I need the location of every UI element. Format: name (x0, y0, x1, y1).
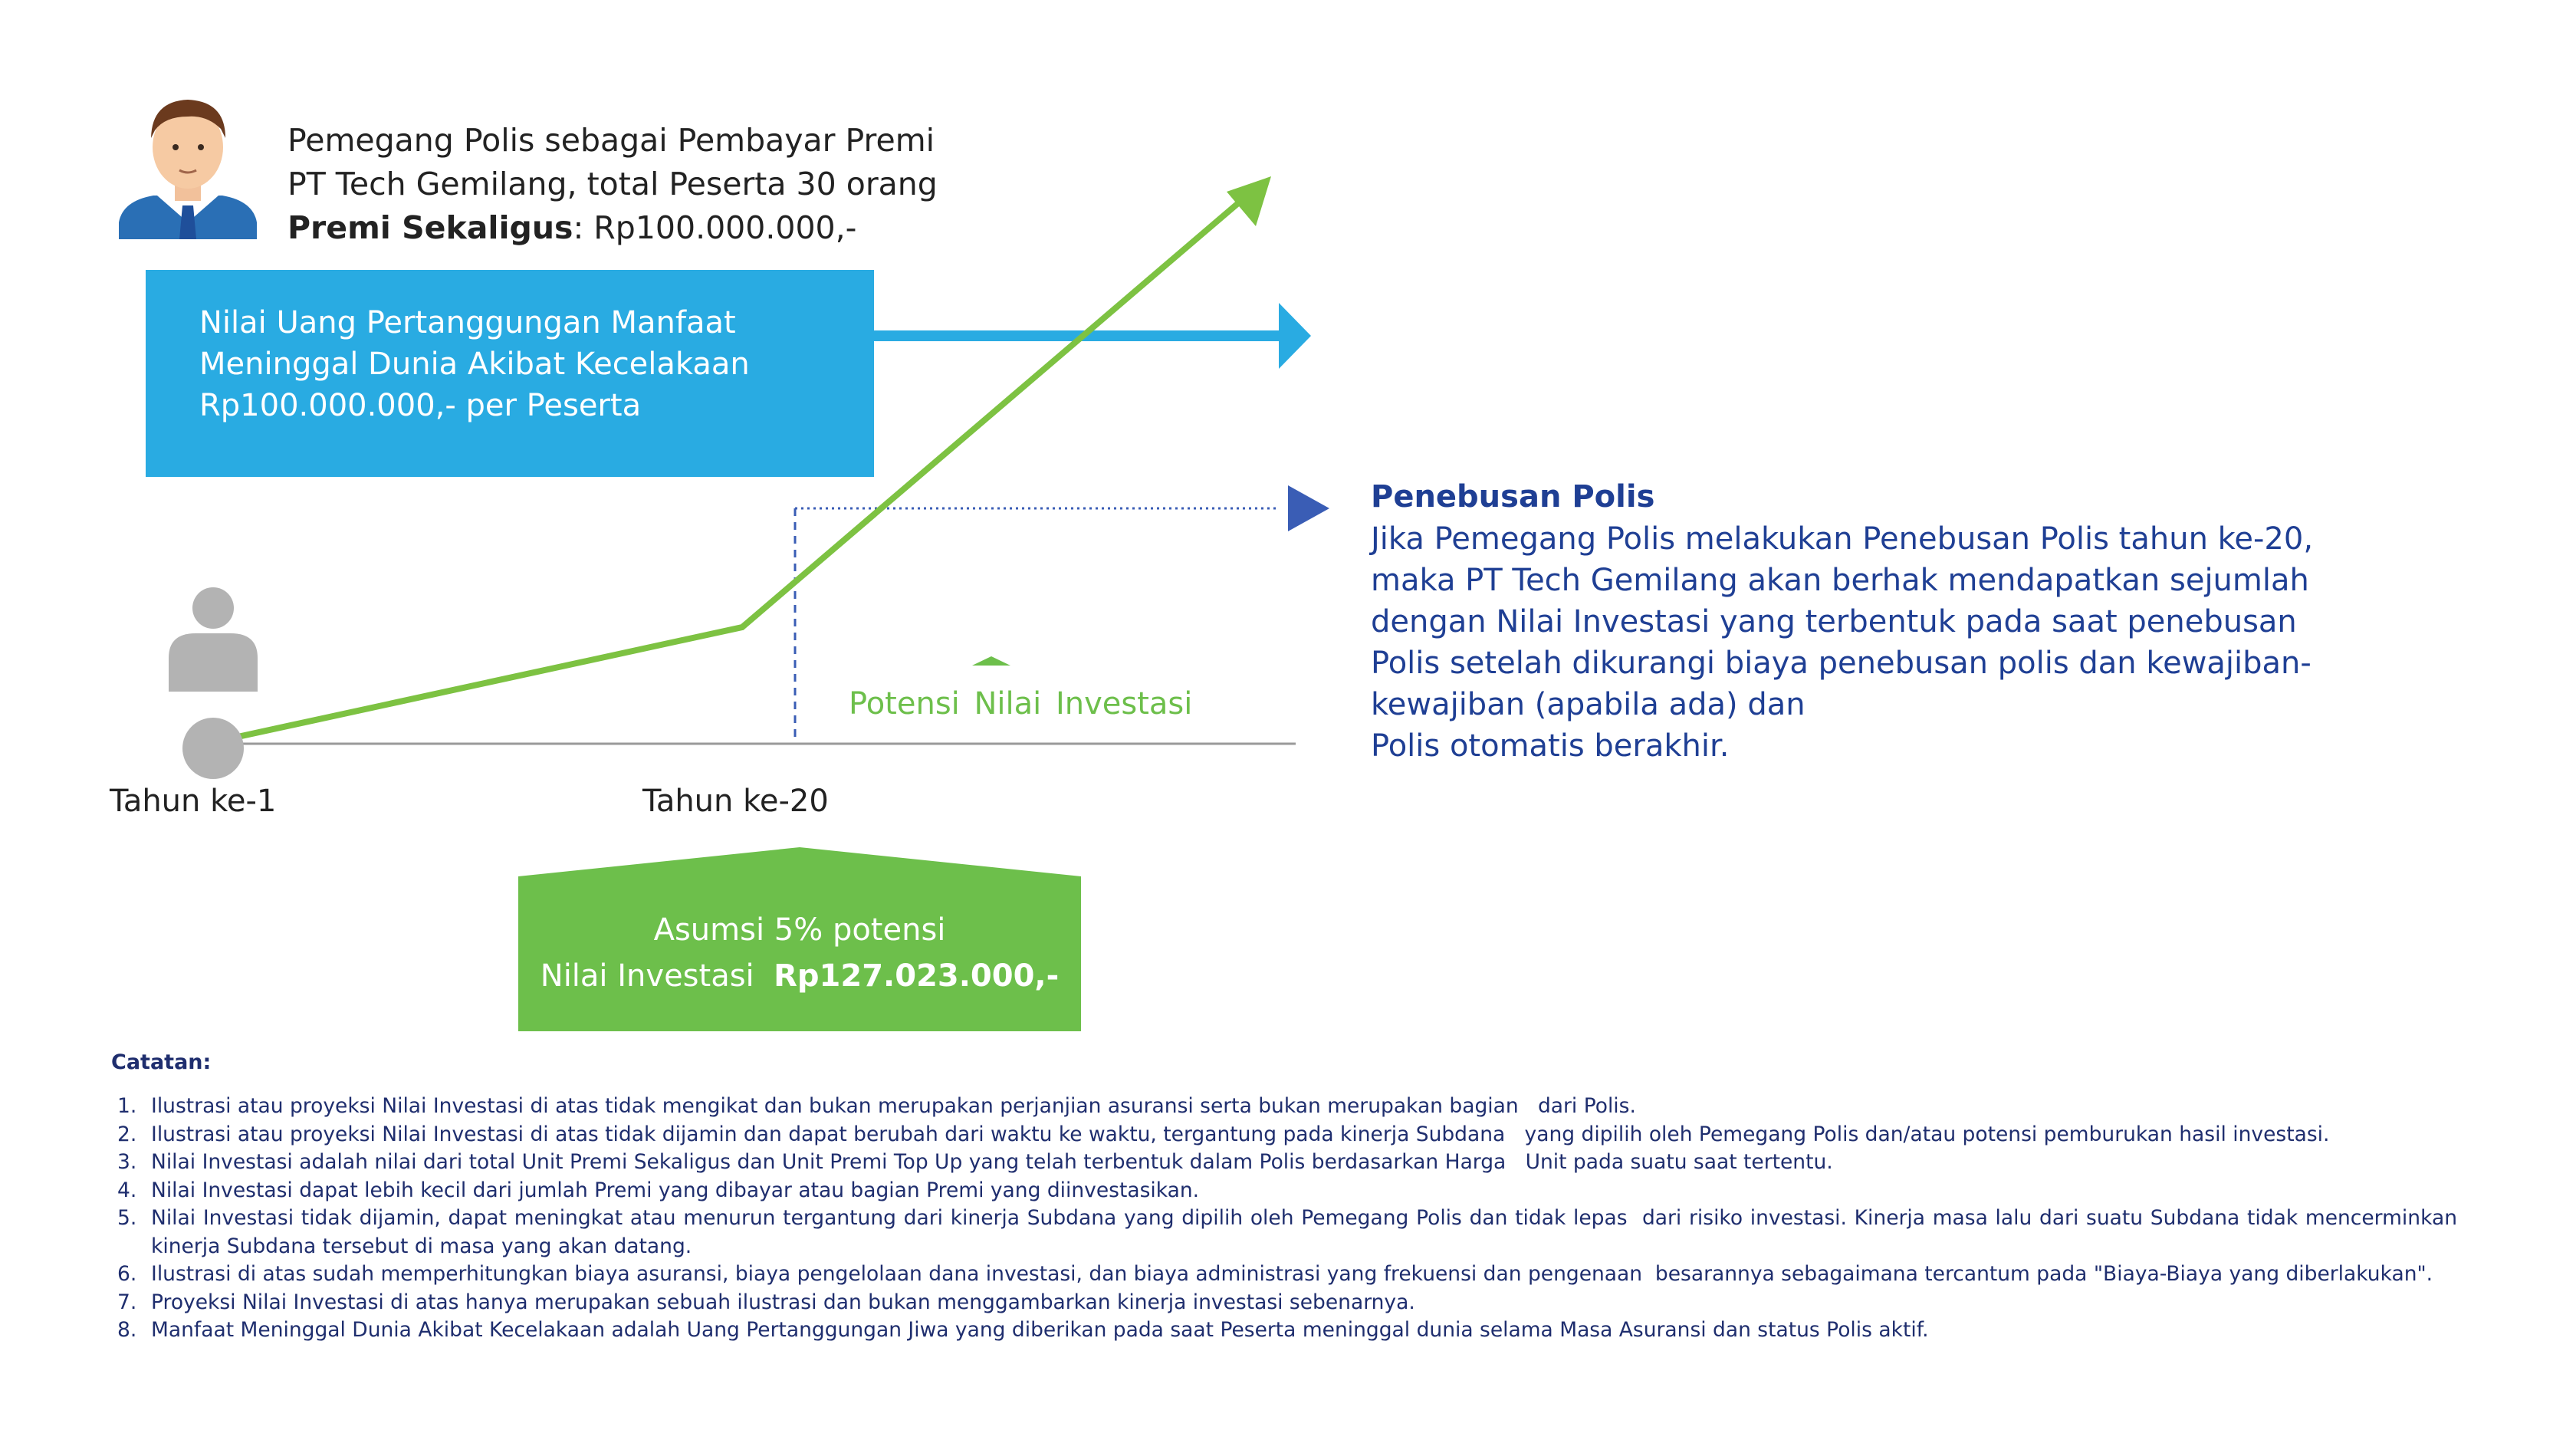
death-benefit-line3: Rp100.000.000,- per Peserta (199, 388, 642, 423)
note-item: 3. Nilai Investasi adalah nilai dari tota… (111, 1149, 2457, 1177)
note-item: 7. Proyeksi Nilai Investasi di atas hanya… (111, 1289, 2457, 1317)
note-number: 8. (117, 1318, 137, 1342)
surrender-section: Penebusan Polis Jika Pemegang Polis mela… (1371, 475, 2313, 767)
note-text: Ilustrasi atau proyeksi Nilai Investasi … (151, 1094, 1636, 1118)
note-text: Nilai Investasi dapat lebih kecil dari j… (151, 1178, 1200, 1202)
death-benefit-line1: Nilai Uang Pertanggungan Manfaat (199, 305, 736, 340)
note-item: 2. Ilustrasi atau proyeksi Nilai Investas… (111, 1121, 2457, 1149)
note-item: 1. Ilustrasi atau proyeksi Nilai Investas… (111, 1093, 2457, 1121)
note-item: 8. Manfaat Meninggal Dunia Akibat Kecelak… (111, 1316, 2457, 1345)
note-text: Nilai Investasi tidak dijamin, dapat men… (151, 1206, 2464, 1258)
note-text: Ilustrasi di atas sudah memperhitungkan … (151, 1262, 2433, 1286)
surrender-line: maka PT Tech Gemilang akan berhak mendap… (1371, 563, 2309, 598)
death-benefit-line2: Meninggal Dunia Akibat Kecelakaan (199, 347, 750, 382)
premium-value: : Rp100.000.000,- (573, 209, 857, 246)
note-text: Ilustrasi atau proyeksi Nilai Investasi … (151, 1122, 2330, 1146)
death-benefit-arrow (874, 303, 1311, 369)
investment-growth-line (212, 176, 1271, 745)
start-year-label: Tahun ke-1 (110, 784, 277, 819)
note-item: 5.Nilai Investasi tidak dijamin, dapat m… (111, 1205, 2457, 1261)
timeline-start-dot (182, 718, 244, 779)
policy-holder-line1: Pemegang Polis sebagai Pembayar Premi (288, 122, 935, 159)
note-text: Manfaat Meninggal Dunia Akibat Kecelakaa… (151, 1318, 1929, 1342)
surrender-line: Polis otomatis berakhir. (1371, 728, 1730, 764)
note-number: 7. (117, 1290, 137, 1314)
surrender-line: Polis setelah dikurangi biaya penebusan … (1371, 646, 2312, 681)
policy-holder-avatar-icon (119, 100, 257, 239)
assumption-value: Rp127.023.000,- (774, 958, 1060, 994)
potential-investment-label: Potensi Nilai Investasi (849, 686, 1193, 722)
year20-label: Tahun ke-20 (642, 784, 829, 819)
notes-heading: Catatan: (111, 1050, 212, 1074)
assumption-box-shape (518, 847, 1081, 1031)
note-number: 5. (117, 1206, 137, 1230)
note-number: 2. (117, 1122, 137, 1146)
note-number: 6. (117, 1262, 137, 1286)
notes-list: 1. Ilustrasi atau proyeksi Nilai Investas… (111, 1093, 2457, 1345)
premium-line: Premi Sekaligus: Rp100.000.000,- (288, 206, 856, 250)
assumption-line1: Asumsi 5% potensi (653, 912, 946, 948)
surrender-line: dengan Nilai Investasi yang terbentuk pa… (1371, 604, 2297, 639)
note-text: Proyeksi Nilai Investasi di atas hanya m… (151, 1290, 1415, 1314)
premium-label: Premi Sekaligus (288, 209, 573, 246)
note-number: 4. (117, 1178, 137, 1202)
note-number: 3. (117, 1150, 137, 1174)
assumption-line2: Nilai Investasi Rp127.023.000,- (518, 953, 1081, 999)
note-text: Nilai Investasi adalah nilai dari total … (151, 1150, 1833, 1174)
policy-holder-line2: PT Tech Gemilang, total Peserta 30 orang (288, 166, 938, 202)
potential-marker-icon (972, 656, 1010, 666)
surrender-line: Jika Pemegang Polis melakukan Penebusan … (1371, 521, 2314, 557)
note-number: 1. (117, 1094, 137, 1118)
surrender-title: Penebusan Polis (1371, 479, 1655, 514)
assumption-box: Asumsi 5% potensi Nilai Investasi Rp127.… (518, 907, 1081, 999)
assumption-prefix: Nilai Investasi (540, 958, 774, 994)
surrender-arrow-icon (1288, 485, 1329, 531)
note-item: 4. Nilai Investasi dapat lebih kecil dari… (111, 1177, 2457, 1205)
note-item: 6. Ilustrasi di atas sudah memperhitungka… (111, 1261, 2457, 1289)
surrender-line: kewajiban (apabila ada) dan (1371, 687, 1806, 722)
notes-section: Catatan: 1. Ilustrasi atau proyeksi Nilai… (111, 1050, 2457, 1345)
participant-icon (169, 587, 258, 692)
death-benefit-box: Nilai Uang Pertanggungan Manfaat Meningg… (146, 270, 874, 477)
